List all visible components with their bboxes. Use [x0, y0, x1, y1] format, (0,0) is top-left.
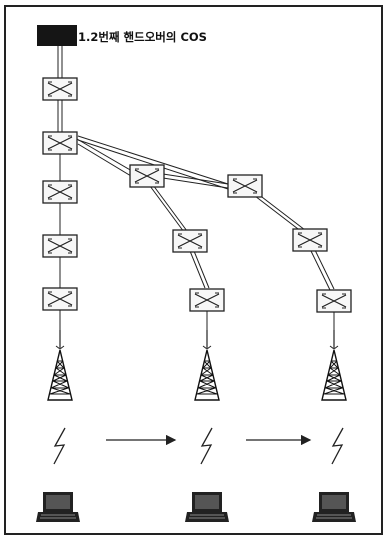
laptop-icon-right — [311, 491, 357, 523]
switch-nodes — [42, 77, 352, 313]
switch-node-l2 — [42, 131, 78, 155]
tower-icon-right — [321, 329, 347, 401]
switch-node-r3 — [316, 289, 352, 313]
diagram-frame — [4, 5, 383, 535]
switch-node-m3 — [189, 288, 225, 312]
base-station-towers — [47, 329, 347, 401]
tower-icon-left — [47, 329, 73, 401]
switch-node-l4 — [42, 234, 78, 258]
wireless-links — [53, 427, 344, 465]
legend-marker — [37, 25, 77, 46]
switch-node-l3 — [42, 180, 78, 204]
wireless-icon-left — [53, 427, 66, 465]
laptop-icon-middle — [184, 491, 230, 523]
switch-node-m2 — [172, 229, 208, 253]
switch-node-r2 — [292, 228, 328, 252]
wireless-icon-middle — [200, 427, 213, 465]
switch-node-m1 — [129, 164, 165, 188]
wireless-icon-right — [331, 427, 344, 465]
diagram-title: 1.2번째 핸드오버의 COS — [78, 30, 207, 44]
switch-node-r1 — [227, 174, 263, 198]
switch-node-l5 — [42, 287, 78, 311]
laptop-icon-left — [35, 491, 81, 523]
switch-node-l1 — [42, 77, 78, 101]
mobile-terminals — [35, 491, 357, 523]
tower-icon-middle — [194, 329, 220, 401]
